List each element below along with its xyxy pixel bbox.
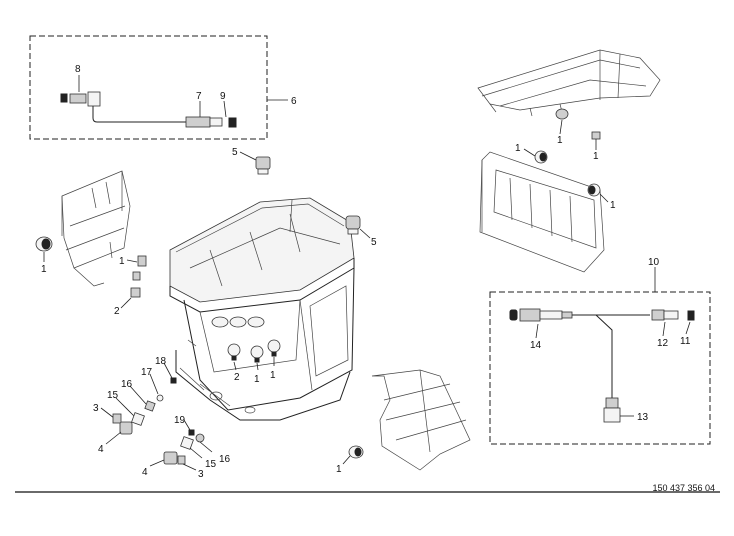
part-number-1-right-a: 1 <box>557 135 563 146</box>
fittings-lower-center: 19 15 16 4 3 <box>142 415 231 480</box>
part-number-1-right-c: 1 <box>515 143 521 154</box>
inset-box-10: 10 14 12 11 13 <box>489 257 711 445</box>
part-number-15-b: 15 <box>205 459 217 470</box>
part-number-4-b: 4 <box>142 467 148 478</box>
part-5-right: 5 <box>345 215 377 248</box>
cap-9 <box>228 117 237 128</box>
left-bracket-frame <box>61 170 131 287</box>
footer: 150 437 356 04 <box>15 483 720 493</box>
part-number-6: 6 <box>291 96 297 107</box>
part-number-17: 17 <box>141 367 153 378</box>
parts-1-right: 1 1 1 1 <box>515 108 616 211</box>
part-number-3-a: 3 <box>93 403 99 414</box>
cab-body <box>169 197 355 421</box>
part-1-bottom: 1 <box>336 445 364 475</box>
part-number-15-a: 15 <box>107 390 119 401</box>
connector-8 <box>60 91 101 107</box>
part-number-16-b: 16 <box>219 454 231 465</box>
part-number-5b: 5 <box>371 237 377 248</box>
small-connectors-left: 1 2 <box>114 255 147 317</box>
part-number-1-right-b: 1 <box>593 151 599 162</box>
connector-7 <box>185 116 223 128</box>
inset-box-6: 8 7 9 6 <box>29 35 297 140</box>
work-lamps-front: 2 1 1 <box>227 339 281 385</box>
part-number-3-b: 3 <box>198 469 204 480</box>
part-number-2-tl: 2 <box>114 306 120 317</box>
part-number-16-a: 16 <box>121 379 133 390</box>
part-number-9: 9 <box>220 91 226 102</box>
part-number-13: 13 <box>637 412 649 423</box>
part-number-1-right-d: 1 <box>610 200 616 211</box>
part-number-18: 18 <box>155 356 167 367</box>
part-number-11: 11 <box>680 336 691 347</box>
part-number-19: 19 <box>174 415 186 426</box>
part-number-14: 14 <box>530 340 542 351</box>
part-number-1-center-b: 1 <box>270 370 276 381</box>
part-number-1-tl: 1 <box>119 256 125 267</box>
part-number-12: 12 <box>657 338 669 349</box>
part-number-4-a: 4 <box>98 444 104 455</box>
part-number-5a: 5 <box>232 147 238 158</box>
part-number-1-center-a: 1 <box>254 374 260 385</box>
part-number-7: 7 <box>196 91 202 102</box>
boom-assembly <box>477 49 661 117</box>
part-5-top: 5 <box>232 147 271 175</box>
fittings-lower-left: 18 17 16 15 3 4 <box>93 356 177 455</box>
part-number-1-left: 1 <box>41 264 47 275</box>
part-number-2-center: 2 <box>234 372 240 383</box>
drawing-reference-code: 150 437 356 04 <box>652 483 715 493</box>
part-1-left: 1 <box>35 236 53 275</box>
part-number-8: 8 <box>75 64 81 75</box>
part-number-10: 10 <box>648 257 660 268</box>
rear-panel <box>479 151 605 273</box>
lower-rear-bracket <box>371 369 471 471</box>
part-number-1-bottom: 1 <box>336 464 342 475</box>
